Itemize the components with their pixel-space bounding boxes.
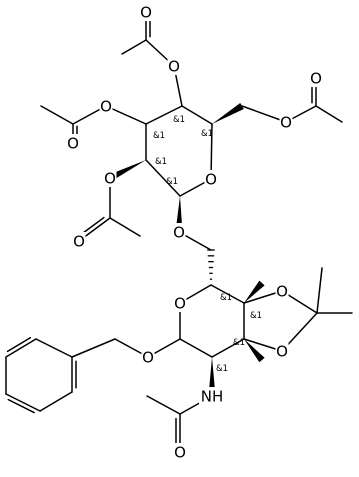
wedge-bond	[212, 102, 244, 124]
bond	[109, 217, 141, 237]
bond	[40, 105, 74, 125]
bond	[211, 338, 245, 358]
bond	[241, 105, 287, 123]
stereo-label-gal-c2: &1	[155, 157, 167, 167]
bond	[121, 39, 147, 55]
svg-text:O: O	[205, 171, 217, 189]
svg-text:O: O	[310, 70, 322, 88]
bond	[71, 338, 116, 358]
bond	[6, 336, 32, 353]
bond	[5, 393, 41, 412]
bond	[5, 338, 37, 358]
stereo-label-low-c2: &1	[216, 364, 228, 374]
atom-o-c6-ester: O	[279, 113, 293, 132]
svg-text:O: O	[67, 135, 79, 153]
svg-text:O: O	[142, 349, 154, 367]
wedge-bond	[244, 339, 265, 363]
atom-o-amide-carbonyl: O	[173, 443, 187, 462]
bond	[105, 105, 147, 125]
atom-o-dioxolane-bottom: O	[275, 342, 289, 361]
bond	[210, 284, 245, 304]
atom-labels: O O O O O O O O O O O O O O NH O&1&1&1&1&1&1&1&1&1	[66, 3, 323, 462]
svg-text:O: O	[173, 224, 185, 242]
stereo-label-gal-c1: &1	[166, 177, 178, 187]
svg-text:O: O	[140, 4, 152, 22]
bond	[181, 105, 213, 125]
stereo-label-low-c5: &1	[220, 293, 232, 303]
atom-o-c2-ester: O	[103, 169, 117, 188]
atom-o-c2-carbonyl: O	[72, 232, 86, 251]
bond	[39, 391, 73, 412]
bond	[315, 105, 343, 123]
bond	[210, 123, 213, 180]
atom-o-left-ester: O	[99, 97, 113, 116]
svg-text:O: O	[280, 114, 292, 132]
atom-o-c6-carbonyl: O	[309, 69, 323, 88]
svg-text:O: O	[276, 343, 288, 361]
svg-text:O: O	[174, 295, 186, 313]
bond	[179, 338, 213, 358]
stereo-label-low-c4: &1	[250, 311, 262, 321]
wedge-bond	[108, 160, 146, 182]
svg-text:O: O	[168, 58, 180, 76]
stereo-label-low-c3: &1	[233, 338, 245, 348]
wedge-bond	[244, 280, 265, 303]
atom-o-top-carbonyl: O	[139, 3, 153, 22]
bond	[145, 105, 183, 125]
atom-o-glycosidic: O	[172, 223, 186, 242]
bond	[316, 267, 323, 314]
stereo-label-gal-c3: &1	[153, 131, 165, 141]
atom-n-acetamido: NH	[199, 387, 225, 406]
atom-o-top-ester: O	[167, 57, 181, 76]
atom-o-gal-ring: O	[204, 170, 218, 189]
atom-o-lower-ring: O	[173, 294, 187, 313]
atom-o-benzyl: O	[141, 348, 155, 367]
atom-o-left-carbonyl: O	[66, 134, 80, 153]
svg-text:O: O	[73, 233, 85, 251]
hashed-bond	[207, 249, 215, 280]
svg-text:O: O	[276, 283, 288, 301]
bond	[7, 398, 35, 414]
bond	[35, 338, 73, 358]
svg-text:O: O	[104, 170, 116, 188]
svg-text:NH: NH	[201, 388, 224, 406]
stereo-label-gal-c5: &1	[201, 129, 213, 139]
wedge-bond	[208, 357, 216, 396]
svg-text:O: O	[100, 98, 112, 116]
atom-o-dioxolane-top: O	[275, 282, 289, 301]
stereo-label-gal-c4: &1	[173, 115, 185, 125]
bond	[145, 159, 181, 197]
svg-text:O: O	[174, 444, 186, 462]
bond	[146, 395, 181, 415]
